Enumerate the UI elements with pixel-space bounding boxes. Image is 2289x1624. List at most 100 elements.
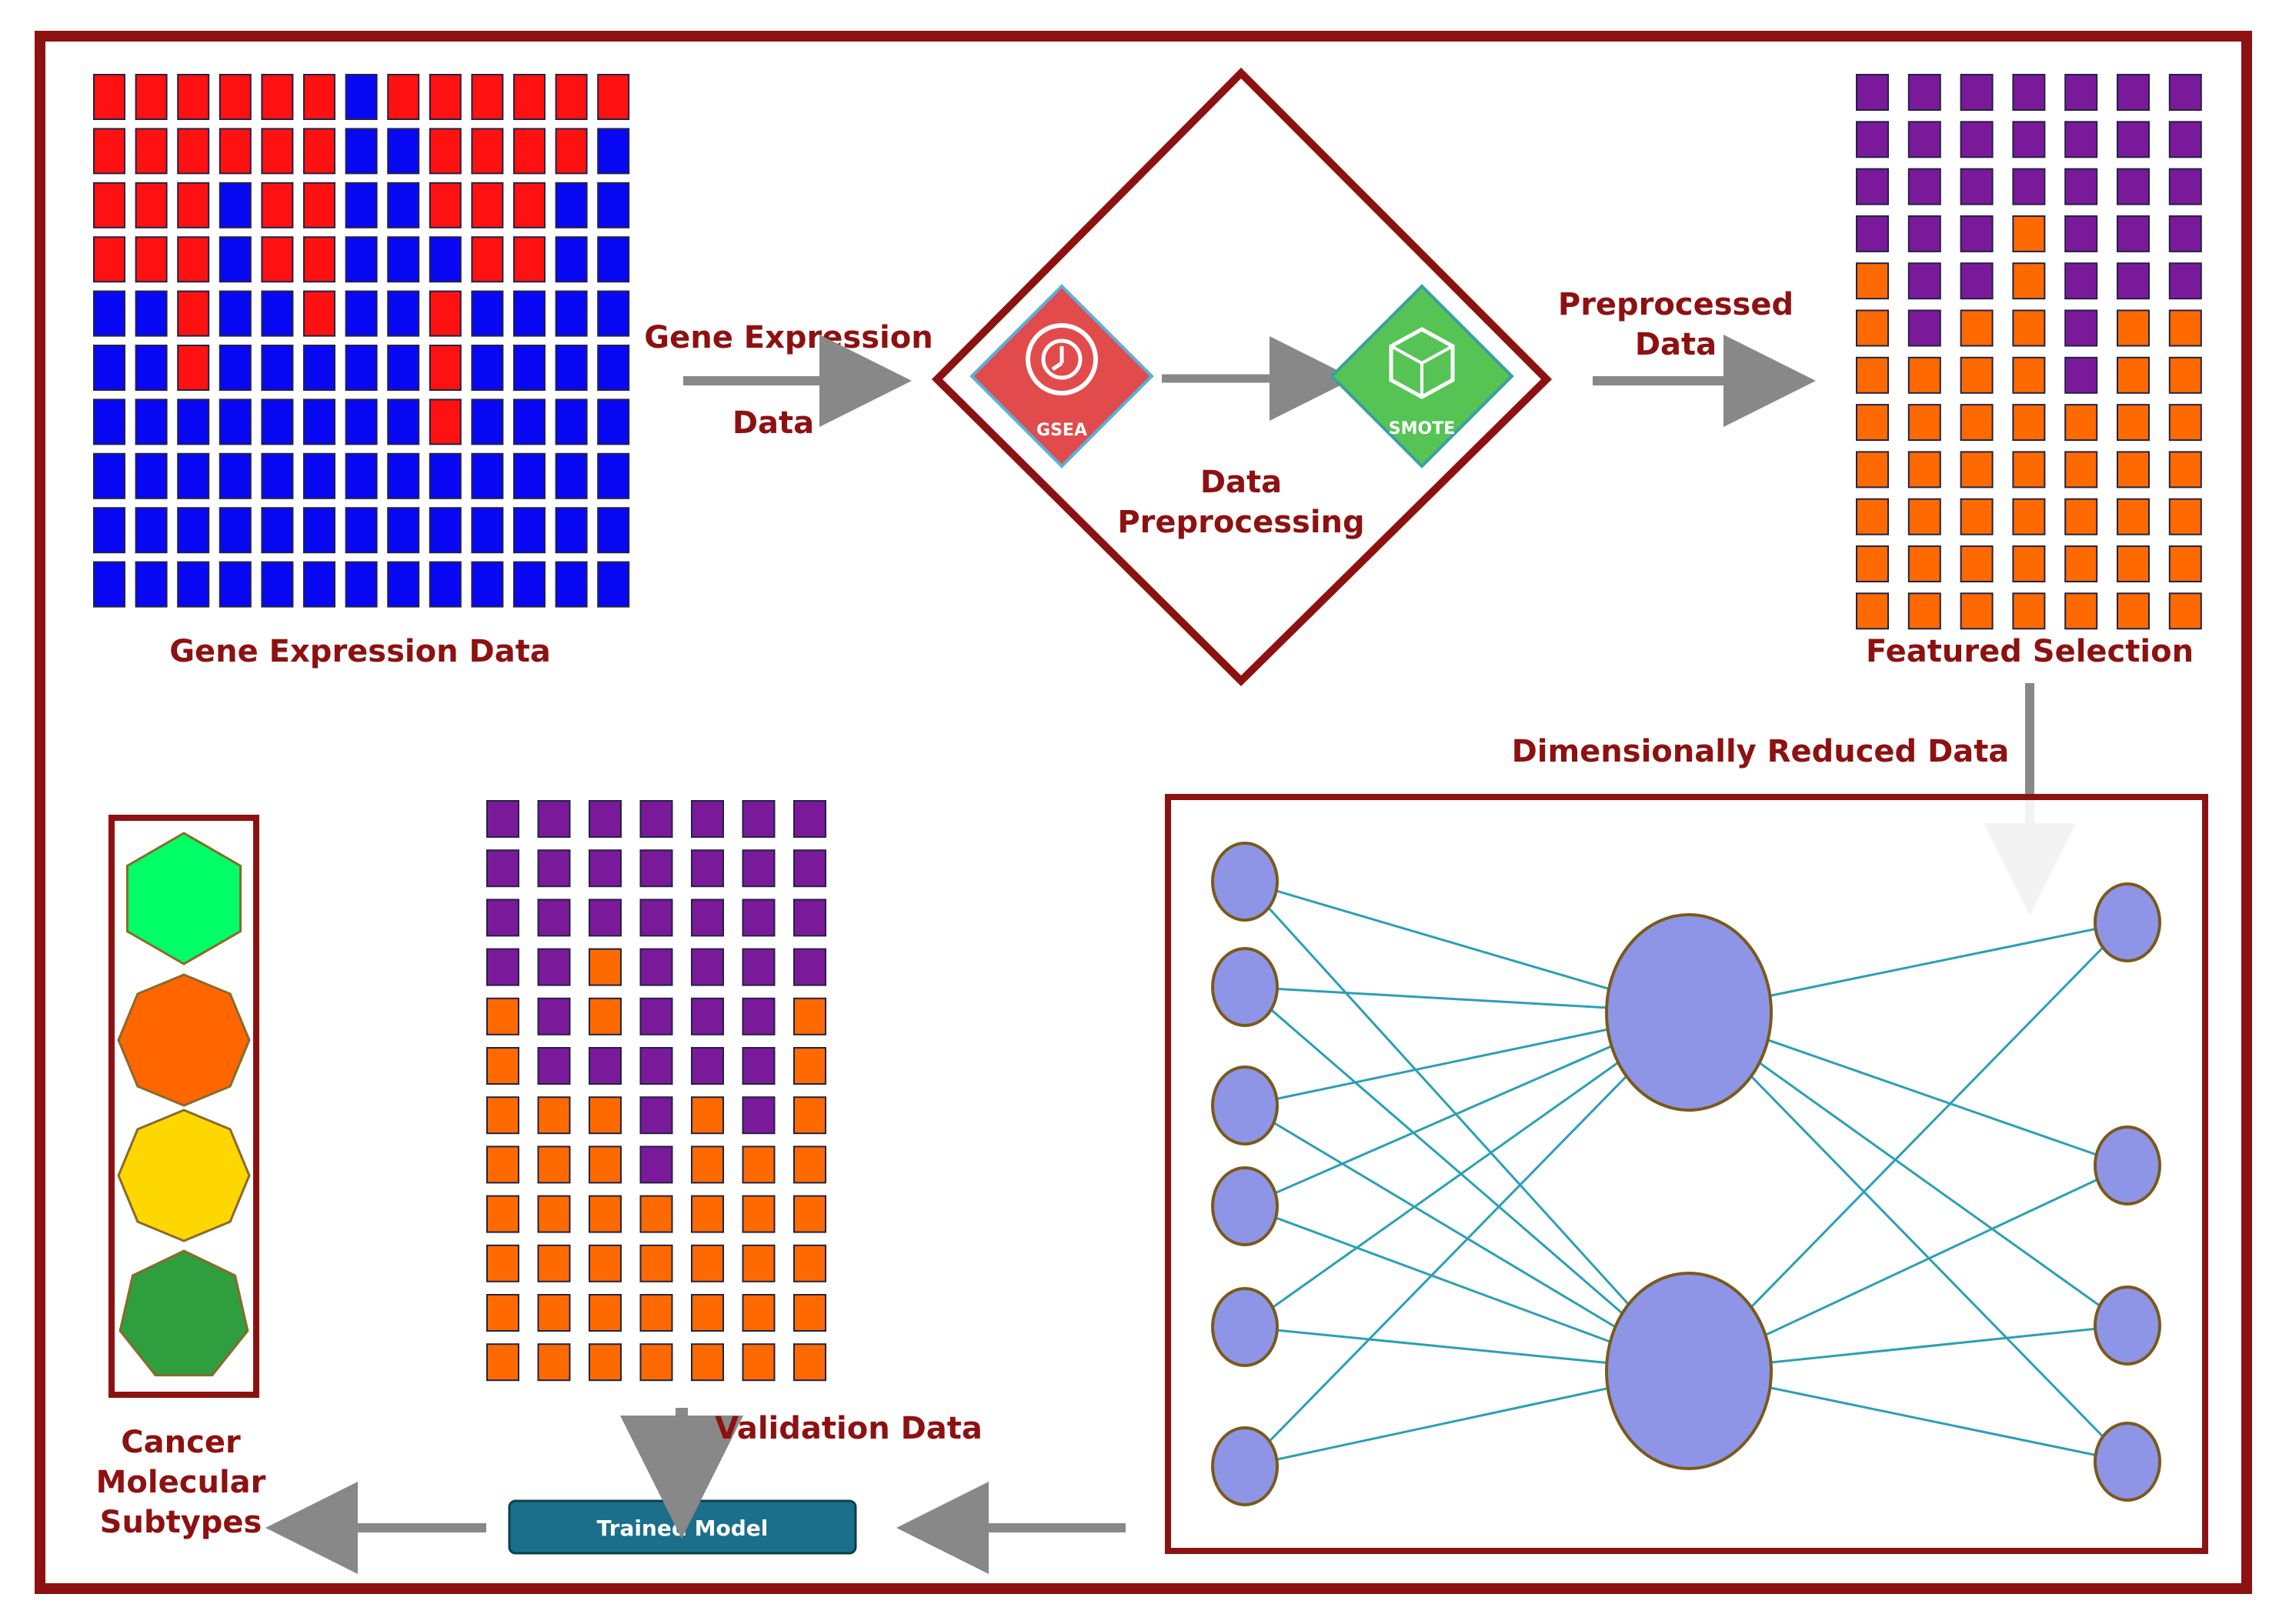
grid-cell (589, 1294, 622, 1332)
grid-cell (303, 236, 335, 283)
grid-cell (261, 398, 294, 445)
grid-cell (639, 1145, 673, 1184)
network-edge (1688, 1011, 2128, 1327)
grid-cell (742, 997, 776, 1035)
grid-cell (486, 1195, 519, 1233)
grid-cell (2117, 262, 2150, 300)
input-node (1211, 1287, 1279, 1367)
grid-cell (793, 1244, 826, 1282)
grid-cell (513, 345, 546, 391)
grid-cell (2064, 74, 2098, 111)
grid-cell (219, 290, 252, 337)
trained-model-label: Trained Model (597, 1516, 769, 1541)
grid-cell (345, 561, 378, 608)
grid-cell (1960, 498, 1994, 535)
grid-cell (555, 182, 588, 228)
grid-cell (219, 128, 252, 175)
grid-cell (2168, 404, 2202, 442)
grid-cell (513, 507, 546, 554)
grid-cell (261, 507, 294, 554)
grid-cell (345, 128, 378, 175)
grid-cell (2117, 545, 2150, 582)
grid-cell (2012, 121, 2046, 158)
grid-cell (1907, 74, 1941, 111)
grid-cell (2168, 451, 2202, 489)
octagon-icon (117, 973, 251, 1107)
grid-cell (177, 128, 210, 175)
grid-cell (597, 398, 630, 445)
grid-cell (513, 561, 546, 608)
grid-cell (742, 849, 776, 888)
grid-cell (219, 182, 252, 228)
smote-label: SMOTE (1389, 419, 1455, 439)
grid-cell (691, 849, 724, 888)
grid-cell (589, 1096, 622, 1135)
grid-cell (537, 997, 571, 1035)
grid-cell (639, 800, 673, 838)
grid-cell (2117, 498, 2150, 535)
grid-cell (555, 236, 588, 283)
grid-cell (1907, 498, 1941, 535)
grid-cell (639, 1294, 673, 1332)
gsea-icon: GSEA (969, 284, 1154, 469)
subtypes-label-line2: Molecular (96, 1465, 266, 1500)
grid-cell (177, 290, 210, 337)
grid-cell (537, 1195, 571, 1233)
grid-cell (303, 345, 335, 391)
grid-cell (261, 236, 294, 283)
grid-cell (793, 1195, 826, 1233)
grid-cell (597, 290, 630, 337)
grid-cell (555, 507, 588, 554)
grid-cell (1907, 262, 1941, 300)
grid-cell (303, 128, 335, 175)
grid-cell (261, 345, 294, 391)
grid-cell (1907, 545, 1941, 582)
grid-cell (2117, 74, 2150, 111)
grid-cell (537, 899, 571, 937)
grid-cell (486, 1145, 519, 1184)
grid-cell (742, 948, 776, 986)
grid-cell (219, 561, 252, 608)
grid-cell (1960, 356, 1994, 394)
grid-cell (2064, 121, 2098, 158)
grid-cell (2012, 451, 2046, 489)
grid-cell (486, 948, 519, 986)
grid-cell (471, 290, 504, 337)
grid-cell (793, 948, 826, 986)
grid-cell (639, 899, 673, 937)
grid-cell (513, 74, 546, 120)
preprocessing-label-line2: Preprocessing (1117, 505, 1364, 540)
grid-cell (639, 849, 673, 888)
grid-cell (2064, 262, 2098, 300)
grid-cell (1960, 309, 1994, 347)
grid-cell (742, 1195, 776, 1233)
grid-cell (2012, 74, 2046, 111)
grid-cell (742, 899, 776, 937)
grid-cell (555, 561, 588, 608)
grid-cell (555, 74, 588, 120)
grid-cell (513, 452, 546, 499)
grid-cell (2117, 451, 2150, 489)
grid-cell (597, 452, 630, 499)
grid-cell (2168, 498, 2202, 535)
grid-cell (261, 452, 294, 499)
grid-cell (93, 236, 125, 283)
grid-cell (2064, 356, 2098, 394)
grid-cell (555, 452, 588, 499)
grid-cell (2064, 498, 2098, 535)
grid-cell (93, 398, 125, 445)
grid-cell (793, 1047, 826, 1085)
grid-cell (429, 345, 462, 391)
grid-cell (691, 1047, 724, 1085)
grid-cell (2117, 356, 2150, 394)
grid-cell (2117, 121, 2150, 158)
grid-cell (486, 1343, 519, 1382)
grid-cell (597, 507, 630, 554)
hidden-node (1605, 913, 1773, 1112)
grid-cell (387, 507, 420, 554)
grid-cell (1960, 545, 1994, 582)
grid-cell (261, 182, 294, 228)
input-node (1211, 1426, 1279, 1506)
grid-cell (793, 849, 826, 888)
gene-expression-label: Gene Expression Data (169, 634, 551, 669)
